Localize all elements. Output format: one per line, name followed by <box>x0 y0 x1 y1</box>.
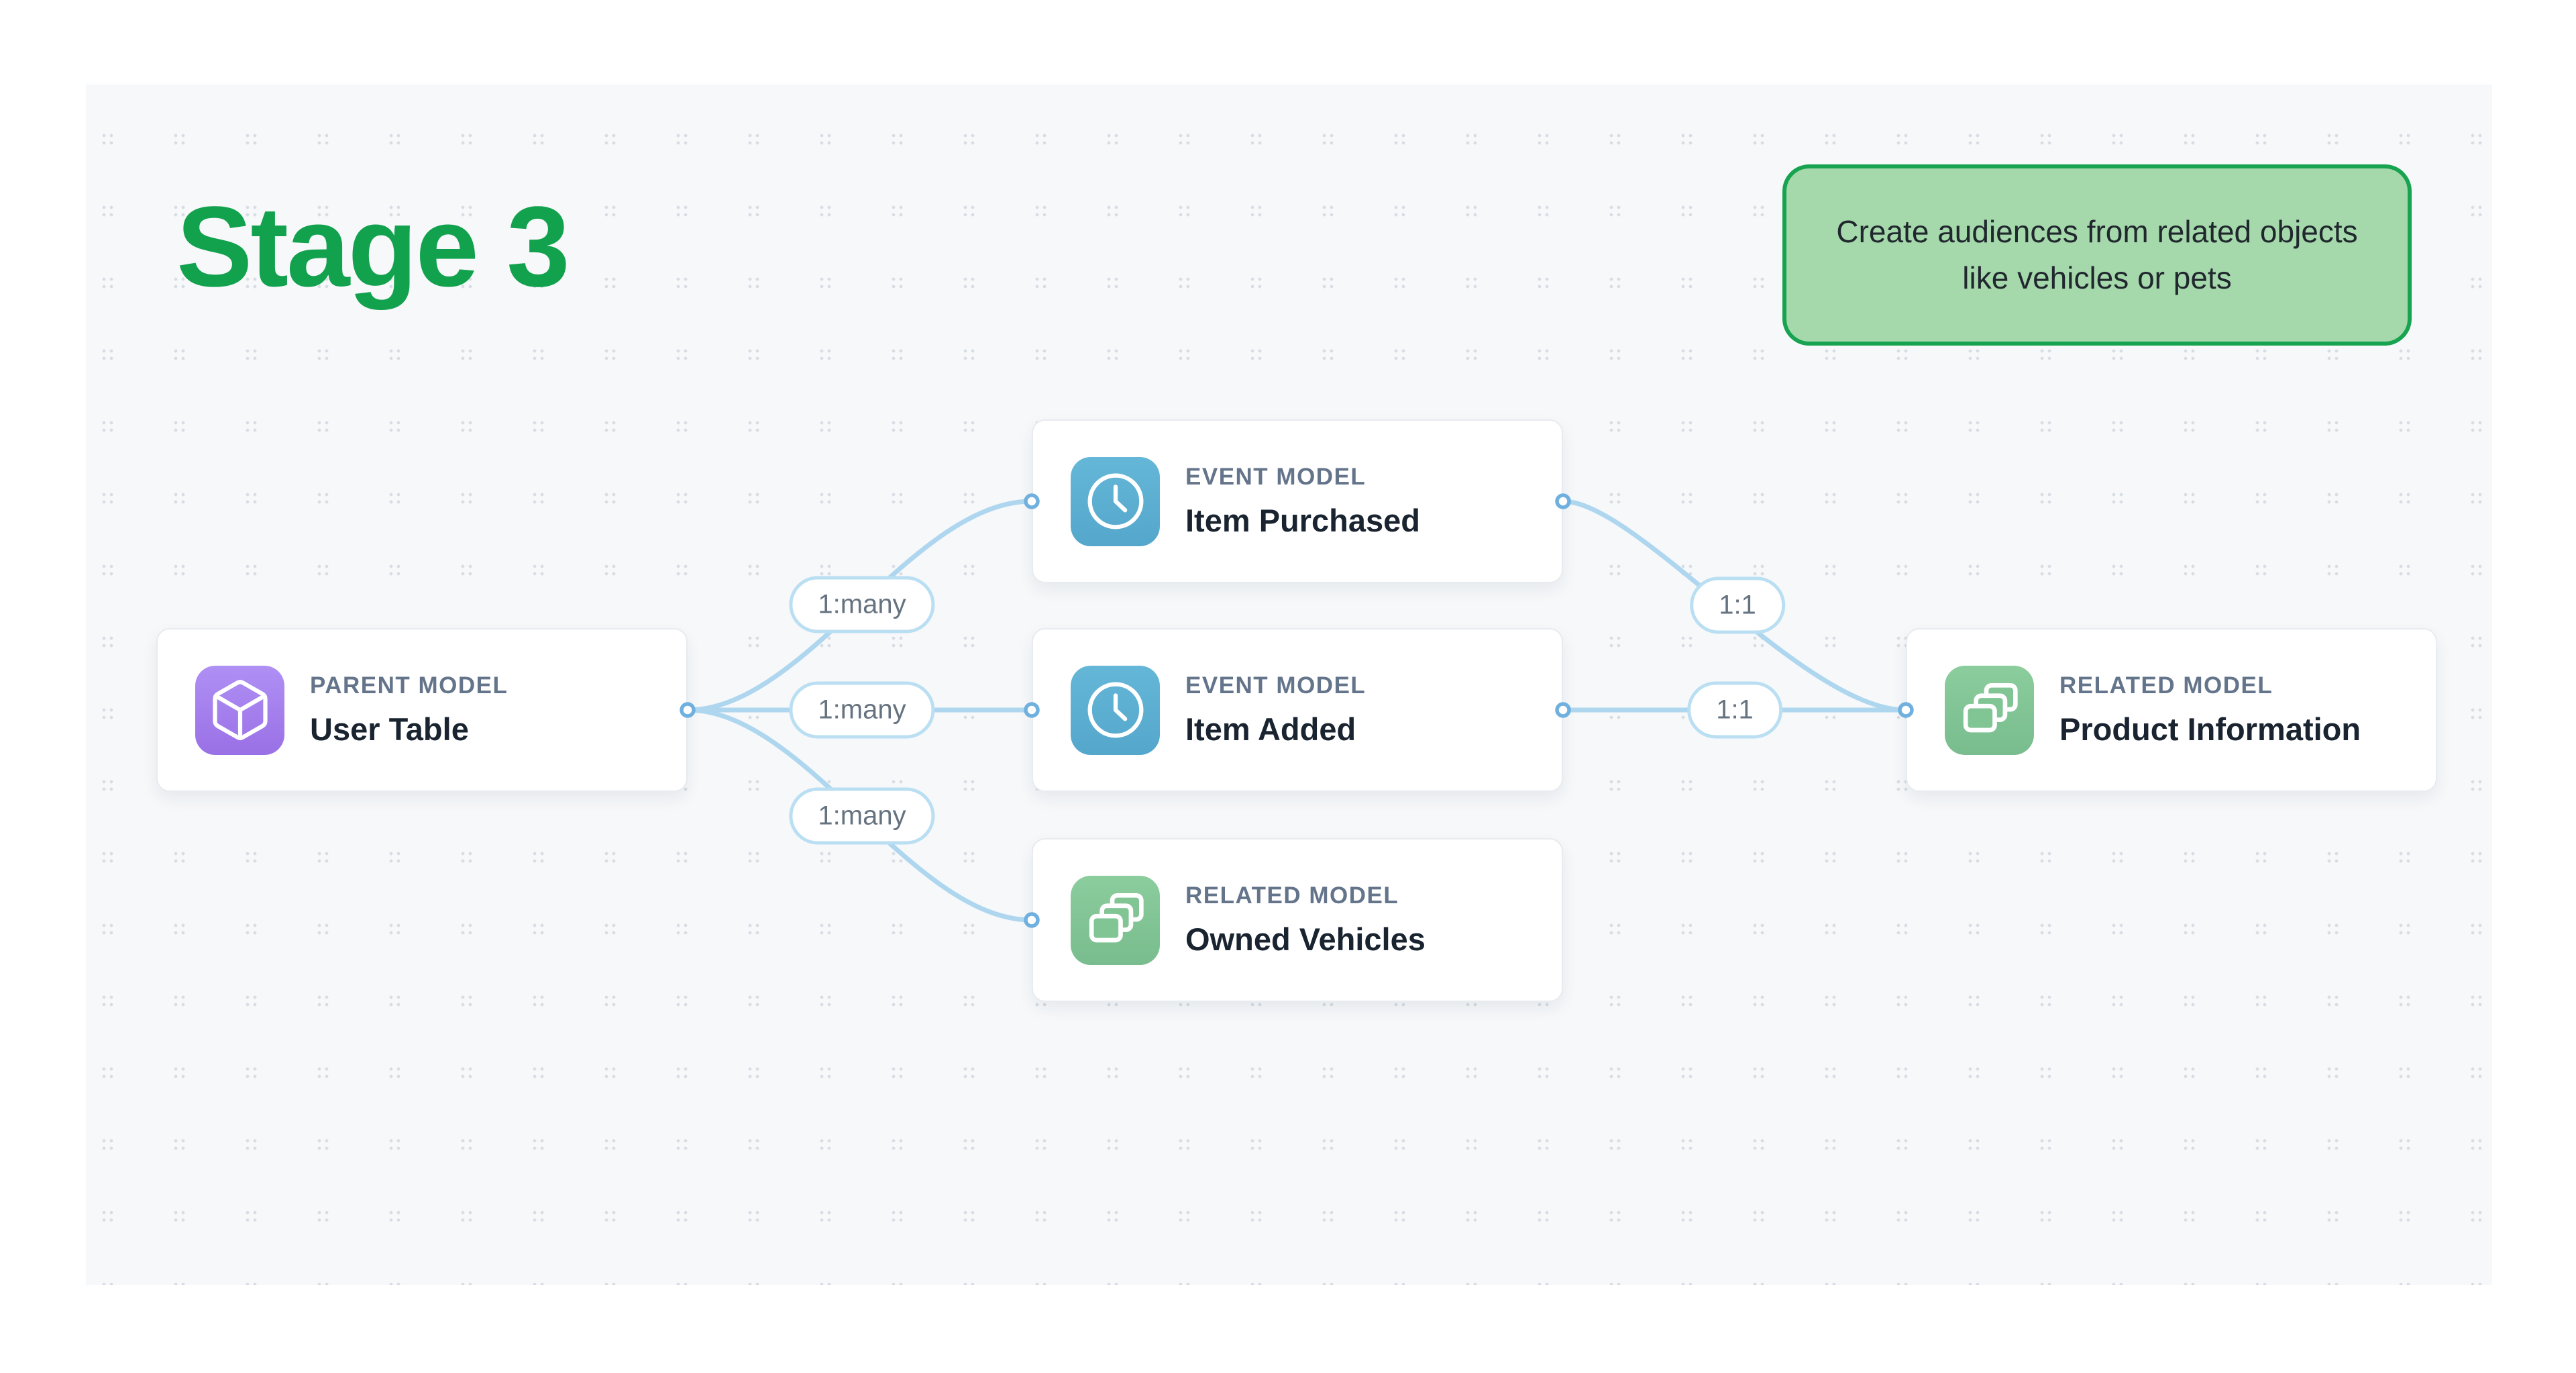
model-type-label: RELATED MODEL <box>1185 882 1399 909</box>
relationship-pill: 1:1 <box>1687 681 1782 739</box>
relationship-pill: 1:many <box>789 576 935 633</box>
relationship-pill: 1:many <box>789 681 935 739</box>
model-name: Product Information <box>2059 711 2361 747</box>
clock-icon <box>1071 665 1160 755</box>
model-type-label: EVENT MODEL <box>1185 672 1366 699</box>
layers-icon <box>1945 665 2034 755</box>
node-parent-model-user-table[interactable]: PARENT MODEL User Table <box>156 628 688 792</box>
callout-text: Create audiences from related objects li… <box>1836 214 2358 295</box>
stage-title: Stage 3 <box>176 183 570 311</box>
model-type-label: RELATED MODEL <box>2059 672 2273 699</box>
layers-icon <box>1071 875 1160 965</box>
model-name: Item Added <box>1185 711 1356 747</box>
model-type-label: EVENT MODEL <box>1185 464 1366 490</box>
clock-icon <box>1071 456 1160 546</box>
model-name: User Table <box>310 711 469 747</box>
model-name: Item Purchased <box>1185 503 1421 538</box>
node-related-model-owned-vehicles[interactable]: RELATED MODEL Owned Vehicles <box>1032 838 1563 1002</box>
relationship-pill: 1:many <box>789 787 935 845</box>
relationship-pill: 1:1 <box>1690 576 1785 634</box>
node-event-model-item-added[interactable]: EVENT MODEL Item Added <box>1032 628 1563 792</box>
callout-note: Create audiences from related objects li… <box>1782 164 2412 346</box>
node-related-model-product-information[interactable]: RELATED MODEL Product Information <box>1906 628 2437 792</box>
model-type-label: PARENT MODEL <box>310 672 508 699</box>
node-event-model-item-purchased[interactable]: EVENT MODEL Item Purchased <box>1032 419 1563 583</box>
cube-icon <box>195 665 284 755</box>
model-name: Owned Vehicles <box>1185 921 1426 957</box>
